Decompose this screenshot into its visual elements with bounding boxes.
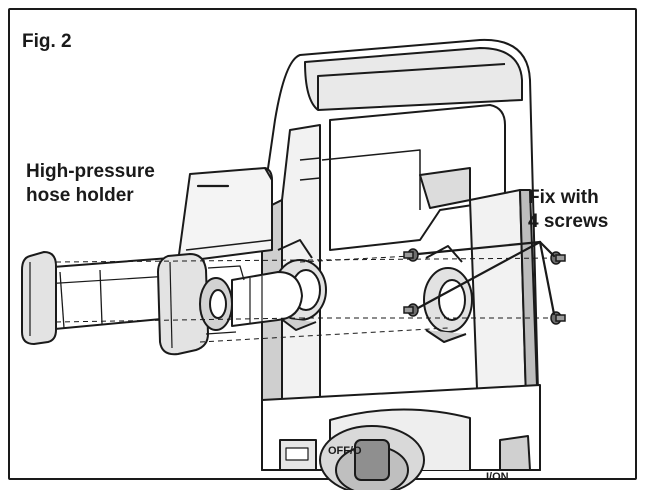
leader-lines — [198, 186, 554, 314]
figure-title: Fig. 2 — [22, 31, 72, 52]
screws-label: Fix with 4 screws — [528, 186, 608, 234]
screw-leader-4 — [540, 242, 554, 314]
hose-holder-label: High-pressure hose holder — [26, 160, 155, 208]
washer-body — [262, 40, 540, 490]
hose-holder-arm — [40, 258, 172, 330]
screw-leader-3 — [540, 242, 554, 256]
screw-lower-left — [404, 304, 418, 316]
screw-leader-1 — [418, 242, 540, 254]
hose-holder-left-cap — [22, 252, 56, 344]
alignment-lines — [56, 256, 560, 342]
switch-off-text: OFF/O — [328, 445, 362, 457]
screw-leader-2 — [418, 242, 540, 308]
hose-holder-label-line2: hose holder — [26, 185, 134, 206]
alignment-line-upper-right — [300, 256, 410, 262]
screw-lower-right — [551, 312, 565, 324]
handle-grip — [305, 48, 522, 110]
screws-label-line1: Fix with — [528, 187, 599, 208]
screws-label-line2: 4 screws — [528, 211, 609, 232]
switch-on-text: I/ON — [486, 471, 509, 483]
alignment-line-top — [56, 258, 560, 262]
hose-holder-label-line1: High-pressure — [26, 161, 155, 182]
screws — [404, 249, 565, 324]
handle-opening — [330, 105, 505, 250]
hose-holder — [22, 168, 302, 354]
alignment-line-mid — [56, 318, 300, 322]
hose-holder-shroud — [178, 168, 272, 262]
